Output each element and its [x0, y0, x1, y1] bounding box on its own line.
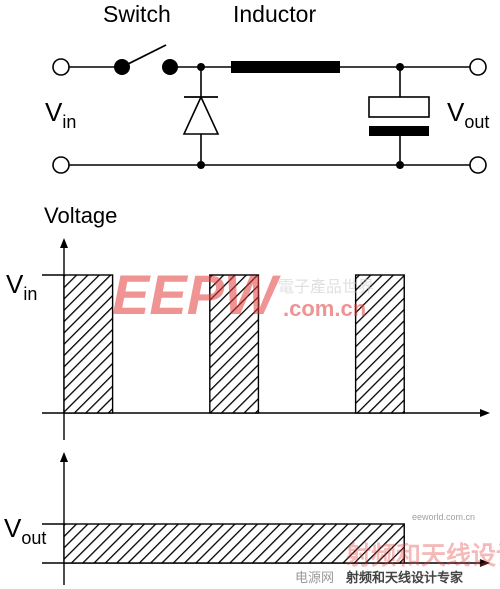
vin-waveform: Voltage Vin [6, 203, 490, 440]
bottom-x-arrow [480, 559, 490, 567]
vin-label: Vin [45, 97, 76, 132]
watermark-bottom: eeworld.com.cn 射频和天线设计专家 电源网 射频和天线设计专家 [295, 512, 500, 586]
watermark-domain: .com.cn [283, 296, 366, 321]
vout-bottom-terminal [469, 156, 487, 174]
vin-pulse-1 [63, 274, 114, 414]
vout-label: Vout [447, 97, 489, 132]
watermark-small: eeworld.com.cn [412, 512, 475, 522]
vin-pulse-3 [354, 274, 405, 414]
bottom-y-arrow [60, 452, 68, 462]
circuit: Switch Inductor Vin Vout [45, 1, 489, 174]
watermark-cn: 電子產品世界 [278, 277, 374, 296]
watermark-bottom-brand-shadow: 射频和天线设计专家 [345, 541, 500, 570]
inductor-label: Inductor [233, 1, 316, 27]
voltage-title: Voltage [44, 203, 117, 228]
vout-waveform: Vout [4, 452, 490, 585]
top-x-arrow [480, 409, 490, 417]
pulse-group [63, 274, 405, 414]
vin-bottom-terminal [52, 156, 70, 174]
watermark-eepw: EEPW 電子產品世界 .com.cn [112, 263, 374, 326]
vin-top-terminal [52, 58, 70, 76]
capacitor-symbol [368, 63, 430, 169]
vout-band [63, 523, 405, 564]
top-y-arrow [60, 238, 68, 248]
vout-level-label: Vout [4, 513, 46, 548]
diode-symbol [182, 63, 220, 169]
switch-symbol [114, 44, 178, 75]
vin-level-label: Vin [6, 269, 37, 304]
inductor-symbol [231, 61, 340, 73]
watermark-bottom-site: 电源网 [295, 571, 334, 586]
watermark-logo: EEPW [112, 263, 281, 326]
watermark-bottom-brand: 射频和天线设计专家 [345, 570, 464, 586]
switch-label: Switch [103, 1, 171, 27]
vout-top-terminal [469, 58, 487, 76]
vin-pulse-2 [209, 274, 260, 414]
